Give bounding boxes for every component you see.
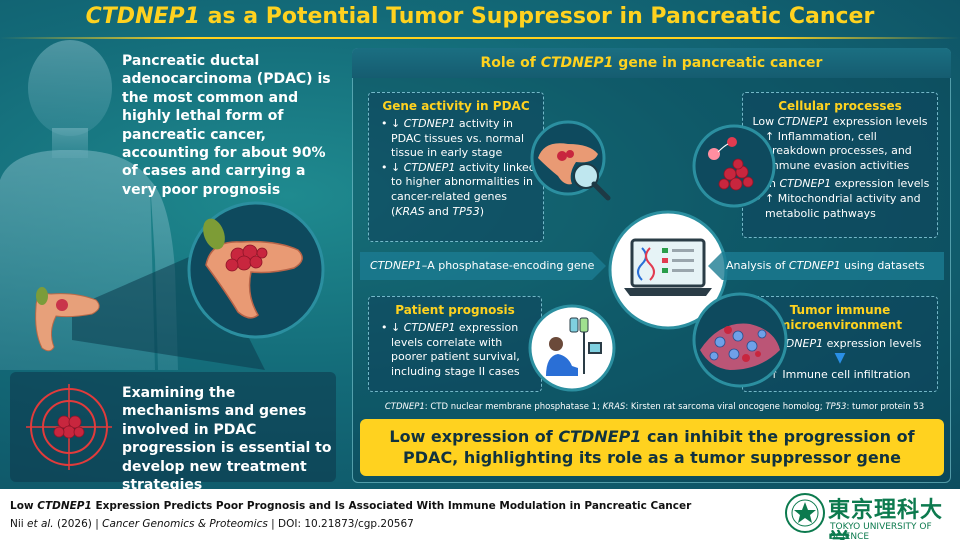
gene-activity-bullet-2: • ↓ CTDNEP1 activity linked to higher ab… xyxy=(381,160,536,218)
patient-prognosis-bullet: • ↓ CTDNEP1 expression levels correlate … xyxy=(381,321,520,378)
patient-iv-icon xyxy=(528,304,616,392)
examine-text: Examining the mechanisms and genes invol… xyxy=(122,385,332,489)
pdac-intro-text: Pancreatic ductal adenocarcinoma (PDAC) … xyxy=(122,53,331,198)
conclusion-box: Low expression of CTDNEP1 can inhibit th… xyxy=(360,419,944,476)
title-divider xyxy=(0,37,960,39)
band-left-text: CTDNEP1–A phosphatase-encoding gene xyxy=(370,259,595,272)
band-right-shape xyxy=(708,252,944,280)
immune-cells-icon xyxy=(692,292,788,388)
laptop-dna-icon xyxy=(608,210,728,330)
university-logo-kanji: 東京理科大学 xyxy=(828,498,944,540)
role-panel-heading: Role of CTDNEP1 gene in pancreatic cance… xyxy=(352,48,951,78)
pancreas-tumor-icon xyxy=(187,201,325,339)
university-seal-icon xyxy=(785,493,825,533)
university-logo-english: TOKYO UNIVERSITY OF SCIENCE xyxy=(830,522,932,540)
band-right-text: Analysis of CTDNEP1 using datasets xyxy=(726,259,925,272)
cellular-processes-title: Cellular processes xyxy=(778,99,902,113)
tumor-immune-title: Tumor immune microenvironment xyxy=(777,303,903,332)
magnifier-tissue-icon xyxy=(530,120,611,201)
gene-activity-title: Gene activity in PDAC xyxy=(382,99,530,113)
article-title: Low CTDNEP1 Expression Predicts Poor Pro… xyxy=(10,500,692,512)
target-tumor-icon xyxy=(26,384,112,470)
gene-activity-box: Gene activity in PDAC • ↓ CTDNEP1 activi… xyxy=(368,92,544,242)
tumor-cells-icon xyxy=(692,124,776,208)
patient-prognosis-title: Patient prognosis xyxy=(395,303,515,317)
pancreas-small-icon xyxy=(35,287,100,352)
article-citation: Nii et al. (2026) | Cancer Genomics & Pr… xyxy=(10,518,414,530)
band-left-shape xyxy=(360,252,606,280)
low-expression-label: Low CTDNEP1 expression levels xyxy=(752,115,928,128)
cellular-processes-box: Cellular processes Low CTDNEP1 expressio… xyxy=(742,92,938,238)
gene-activity-bullet-1: • ↓ CTDNEP1 activity in PDAC tissues vs.… xyxy=(381,117,524,160)
down-arrow-icon: ▼ xyxy=(834,349,846,366)
low-expression-bullet: • ↑ Inflammation, cell breakdown process… xyxy=(755,129,912,172)
abbreviations-footnote: CTDNEP1: CTD nuclear membrane phosphatas… xyxy=(384,402,925,412)
main-title: CTDNEP1 as a Potential Tumor Suppressor … xyxy=(85,4,875,29)
patient-prognosis-box: Patient prognosis • ↓ CTDNEP1 expression… xyxy=(368,296,542,392)
immune-infiltration-line: ↑ Immune cell infiltration xyxy=(769,367,911,381)
infographic: CTDNEP1 as a Potential Tumor Suppressor … xyxy=(0,0,960,489)
